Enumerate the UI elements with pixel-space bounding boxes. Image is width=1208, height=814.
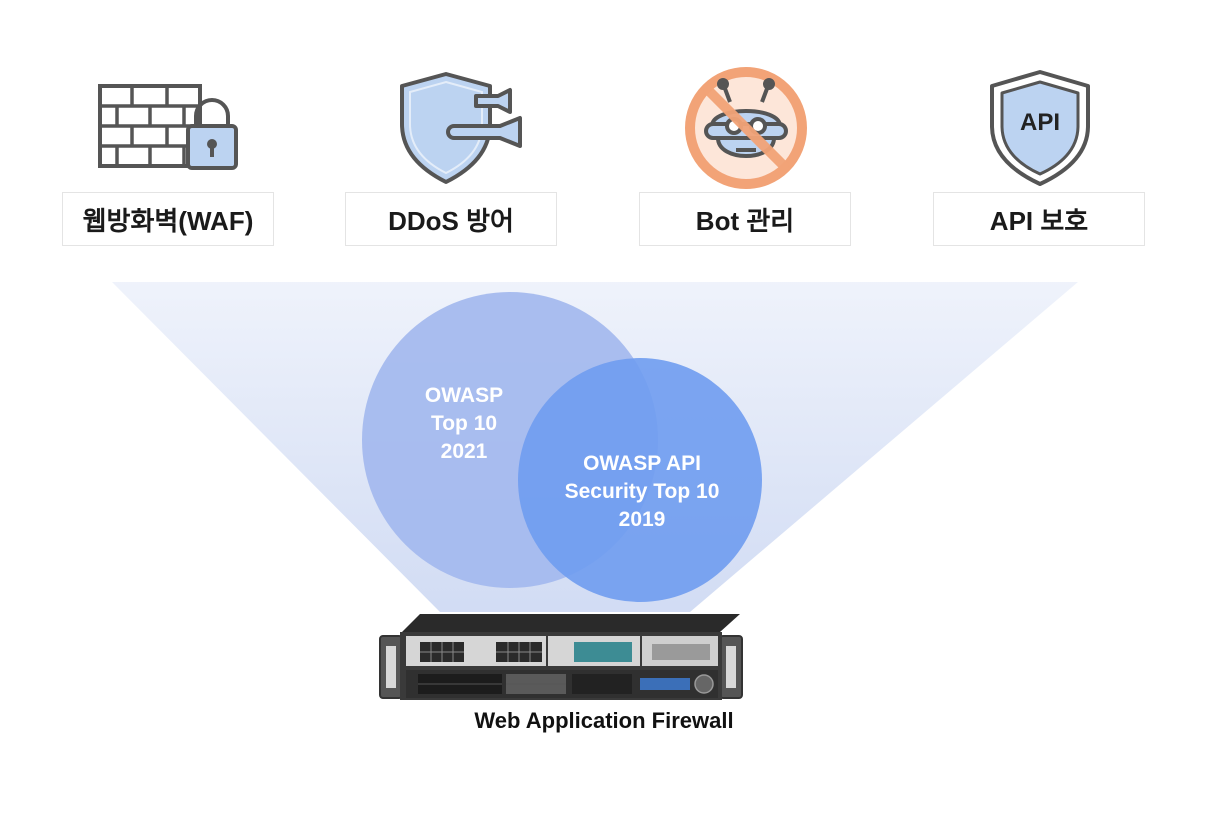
feature-label-api: API 보호: [933, 192, 1145, 246]
brick-wall-lock-icon: [92, 66, 252, 192]
venn-circle-owasp-api: [518, 358, 762, 602]
api-shield-icon: API: [960, 66, 1120, 192]
no-bot-icon: [668, 66, 828, 192]
feature-label-bot: Bot 관리: [639, 192, 851, 246]
venn-right-text: OWASP API Security Top 10 2019: [564, 452, 720, 531]
feature-label-ddos: DDoS 방어: [345, 192, 557, 246]
api-shield-text: API: [1020, 109, 1060, 136]
device-label: Web Application Firewall: [474, 708, 734, 733]
shield-missile-icon: [390, 66, 550, 192]
venn-left-text: OWASP Top 10 2021: [424, 384, 504, 463]
feature-label-waf: 웹방화벽(WAF): [62, 192, 274, 246]
